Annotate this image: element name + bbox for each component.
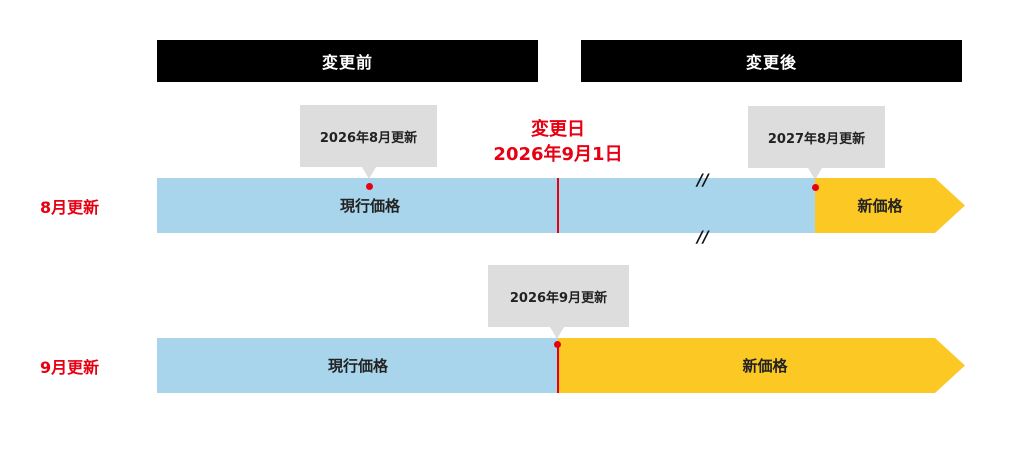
new-price-arrow-september: [558, 338, 965, 393]
current-price-label-august: 現行価格: [339, 197, 400, 215]
header-before-label: 変更前: [321, 53, 373, 72]
callout-2027-08-renewal-text: 2027年8月更新: [767, 131, 866, 147]
callout-2026-09-renewal-text: 2026年9月更新: [509, 290, 608, 306]
break-mark-top: //: [697, 170, 709, 189]
marker-dot: [812, 184, 819, 191]
new-price-label-september: 新価格: [742, 357, 788, 375]
change-date-title: 変更日: [531, 119, 585, 140]
marker-dot: [366, 183, 373, 190]
callout-tail: [808, 168, 822, 180]
new-price-arrow-shape: [558, 338, 965, 393]
callout-2026-08-renewal: 2026年8月更新: [300, 105, 437, 167]
current-price-label-september: 現行価格: [327, 357, 388, 375]
callout-2027-08-renewal: 2027年8月更新: [748, 106, 885, 168]
change-date-value: 2026年9月1日: [493, 144, 623, 165]
header-after-label: 変更後: [745, 53, 797, 72]
marker-dot: [554, 341, 561, 348]
row-label-august: 8月更新: [40, 198, 100, 217]
callout-2026-08-renewal-text: 2026年8月更新: [319, 130, 418, 146]
callout-tail: [362, 167, 376, 179]
change-line-august: [557, 178, 559, 233]
callout-2026-09-renewal: 2026年9月更新: [488, 265, 629, 327]
header-before: 変更前: [157, 40, 538, 82]
new-price-label-august: 新価格: [857, 197, 903, 215]
change-date-label: 変更日 2026年9月1日: [470, 117, 646, 167]
row-label-september: 9月更新: [40, 358, 100, 377]
break-mark-bottom: //: [697, 227, 709, 246]
callout-tail: [550, 327, 564, 339]
current-price-bar-august: [157, 178, 815, 233]
current-price-bar-september: [157, 338, 558, 393]
new-price-arrow-shape: [815, 178, 965, 233]
change-line-september: [557, 342, 559, 393]
new-price-arrow-august: [815, 178, 965, 233]
header-after: 変更後: [581, 40, 962, 82]
